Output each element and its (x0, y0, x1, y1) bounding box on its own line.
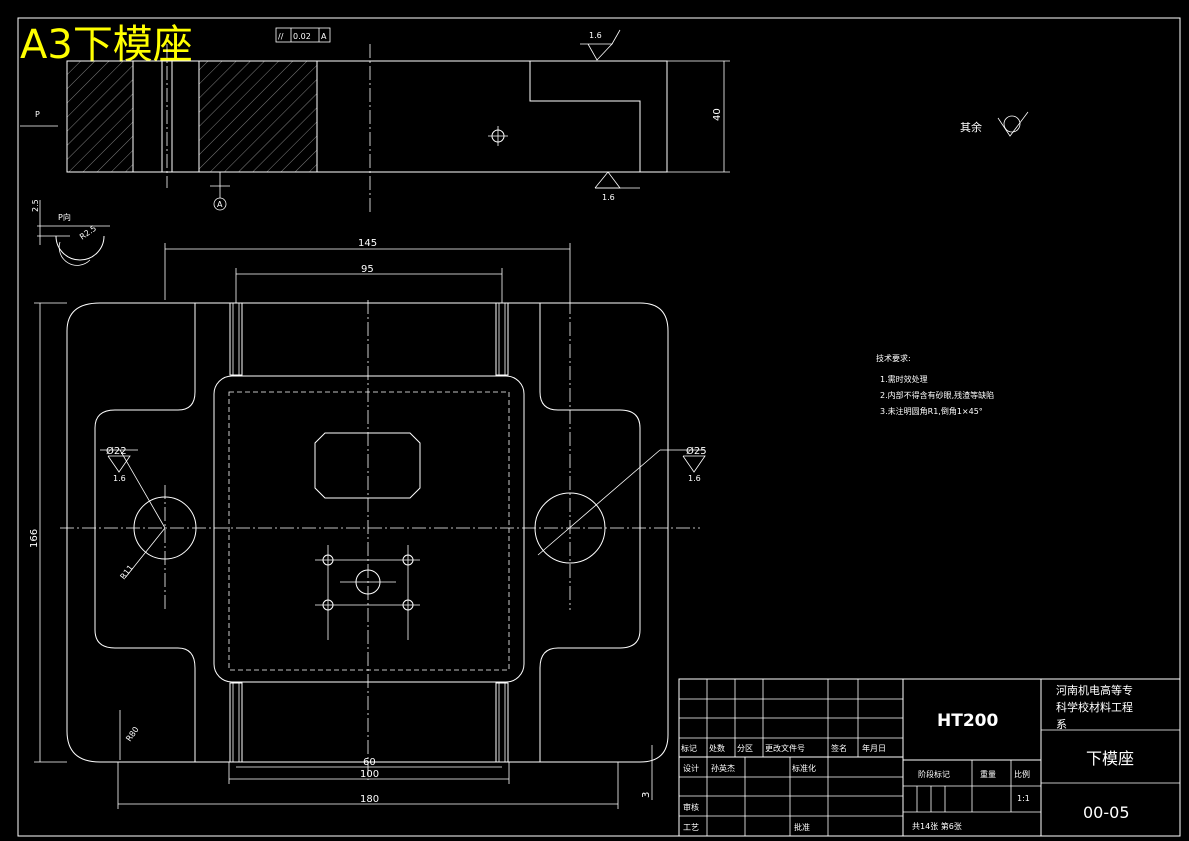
tech-item-3: 3.未注明圆角R1,倒角1×45° (880, 406, 983, 416)
tb-school-line1: 河南机电高等专 (1056, 683, 1133, 697)
height-dim-label: 40 (712, 108, 723, 121)
hole-left-dia: Ø22 (106, 445, 127, 457)
tb-col-zone: 分区 (737, 744, 753, 753)
tb-school-line3: 系 (1056, 718, 1067, 731)
detail-radius: R2.5 (78, 224, 98, 242)
tech-item-2: 2.内部不得含有砂眼,残渣等缺陷 (880, 390, 994, 400)
tb-col-date: 年月日 (862, 743, 886, 753)
tb-stage-label: 阶段标记 (918, 769, 950, 779)
tolerance-frame: // 0.02 A (275, 27, 331, 43)
dim-180: 180 (360, 794, 379, 805)
detail-label: P向 (58, 212, 71, 222)
tb-part-name: 下模座 (1086, 749, 1134, 768)
tb-col-count: 处数 (709, 743, 725, 753)
tb-col-change-doc: 更改文件号 (765, 743, 805, 753)
tb-approve-label: 批准 (794, 822, 810, 832)
dim-60: 60 (363, 757, 376, 768)
tb-col-sign: 签名 (831, 743, 847, 753)
section-view: 40 P A 1.6 1.6 (20, 29, 730, 215)
r80-label: R80 (124, 725, 140, 743)
tech-heading: 技术要求: (876, 353, 911, 363)
tb-weight-label: 重量 (980, 769, 996, 779)
other-surfaces-roughness: 其余 (960, 111, 1029, 137)
tech-requirements: 技术要求: 1.需时效处理 2.内部不得含有砂眼,残渣等缺陷 3.未注明圆角R1… (876, 353, 994, 416)
detail-depth-dim: 2.5 (31, 199, 40, 212)
roughness-bottom: 1.6 (602, 193, 615, 202)
drawing-title: A3下模座 (20, 22, 193, 68)
dim-166: 166 (29, 529, 40, 548)
tb-review-label: 审核 (683, 802, 699, 812)
dim-145: 145 (358, 238, 377, 249)
tb-design-label: 设计 (683, 763, 699, 773)
hole-right-rough: 1.6 (688, 474, 701, 483)
svg-text:A: A (321, 32, 327, 41)
tech-item-1: 1.需时效处理 (880, 374, 928, 384)
dim-95: 95 (361, 264, 374, 275)
other-surfaces-label: 其余 (960, 120, 982, 134)
tb-drawing-no: 00-05 (1083, 803, 1130, 822)
title-block: 标记 处数 分区 更改文件号 签名 年月日 设计 孙英杰 标准化 审核 工艺 批… (678, 678, 1181, 837)
svg-text://: // (278, 32, 284, 41)
r11-label: R11 (118, 563, 135, 581)
tb-standard-label: 标准化 (792, 763, 816, 773)
sheet-border (17, 17, 1181, 837)
tb-material: HT200 (937, 711, 998, 731)
hole-right-dia: Ø25 (686, 445, 707, 457)
tb-designer: 孙英杰 (711, 763, 735, 773)
tb-sheets: 共14张 第6张 (912, 821, 962, 831)
roughness-top: 1.6 (589, 31, 602, 40)
section-p-label: P (35, 110, 40, 119)
tb-school-line2: 科学校材料工程 (1056, 700, 1133, 714)
dim-3: 3 (641, 792, 652, 798)
tb-scale-value: 1:1 (1017, 794, 1030, 803)
tb-col-mark: 标记 (681, 743, 697, 753)
tb-process-label: 工艺 (683, 823, 699, 832)
tb-scale-label: 比例 (1014, 769, 1030, 779)
svg-text:0.02: 0.02 (293, 32, 311, 41)
dim-100: 100 (360, 769, 379, 780)
datum-a-label: A (217, 200, 223, 209)
hole-left-rough: 1.6 (113, 474, 126, 483)
detail-p: 2.5 P向 R2.5 (31, 199, 110, 266)
plan-view: Ø22 Ø25 R11 1.6 1.6 R80 145 95 166 60 10… (29, 238, 707, 809)
